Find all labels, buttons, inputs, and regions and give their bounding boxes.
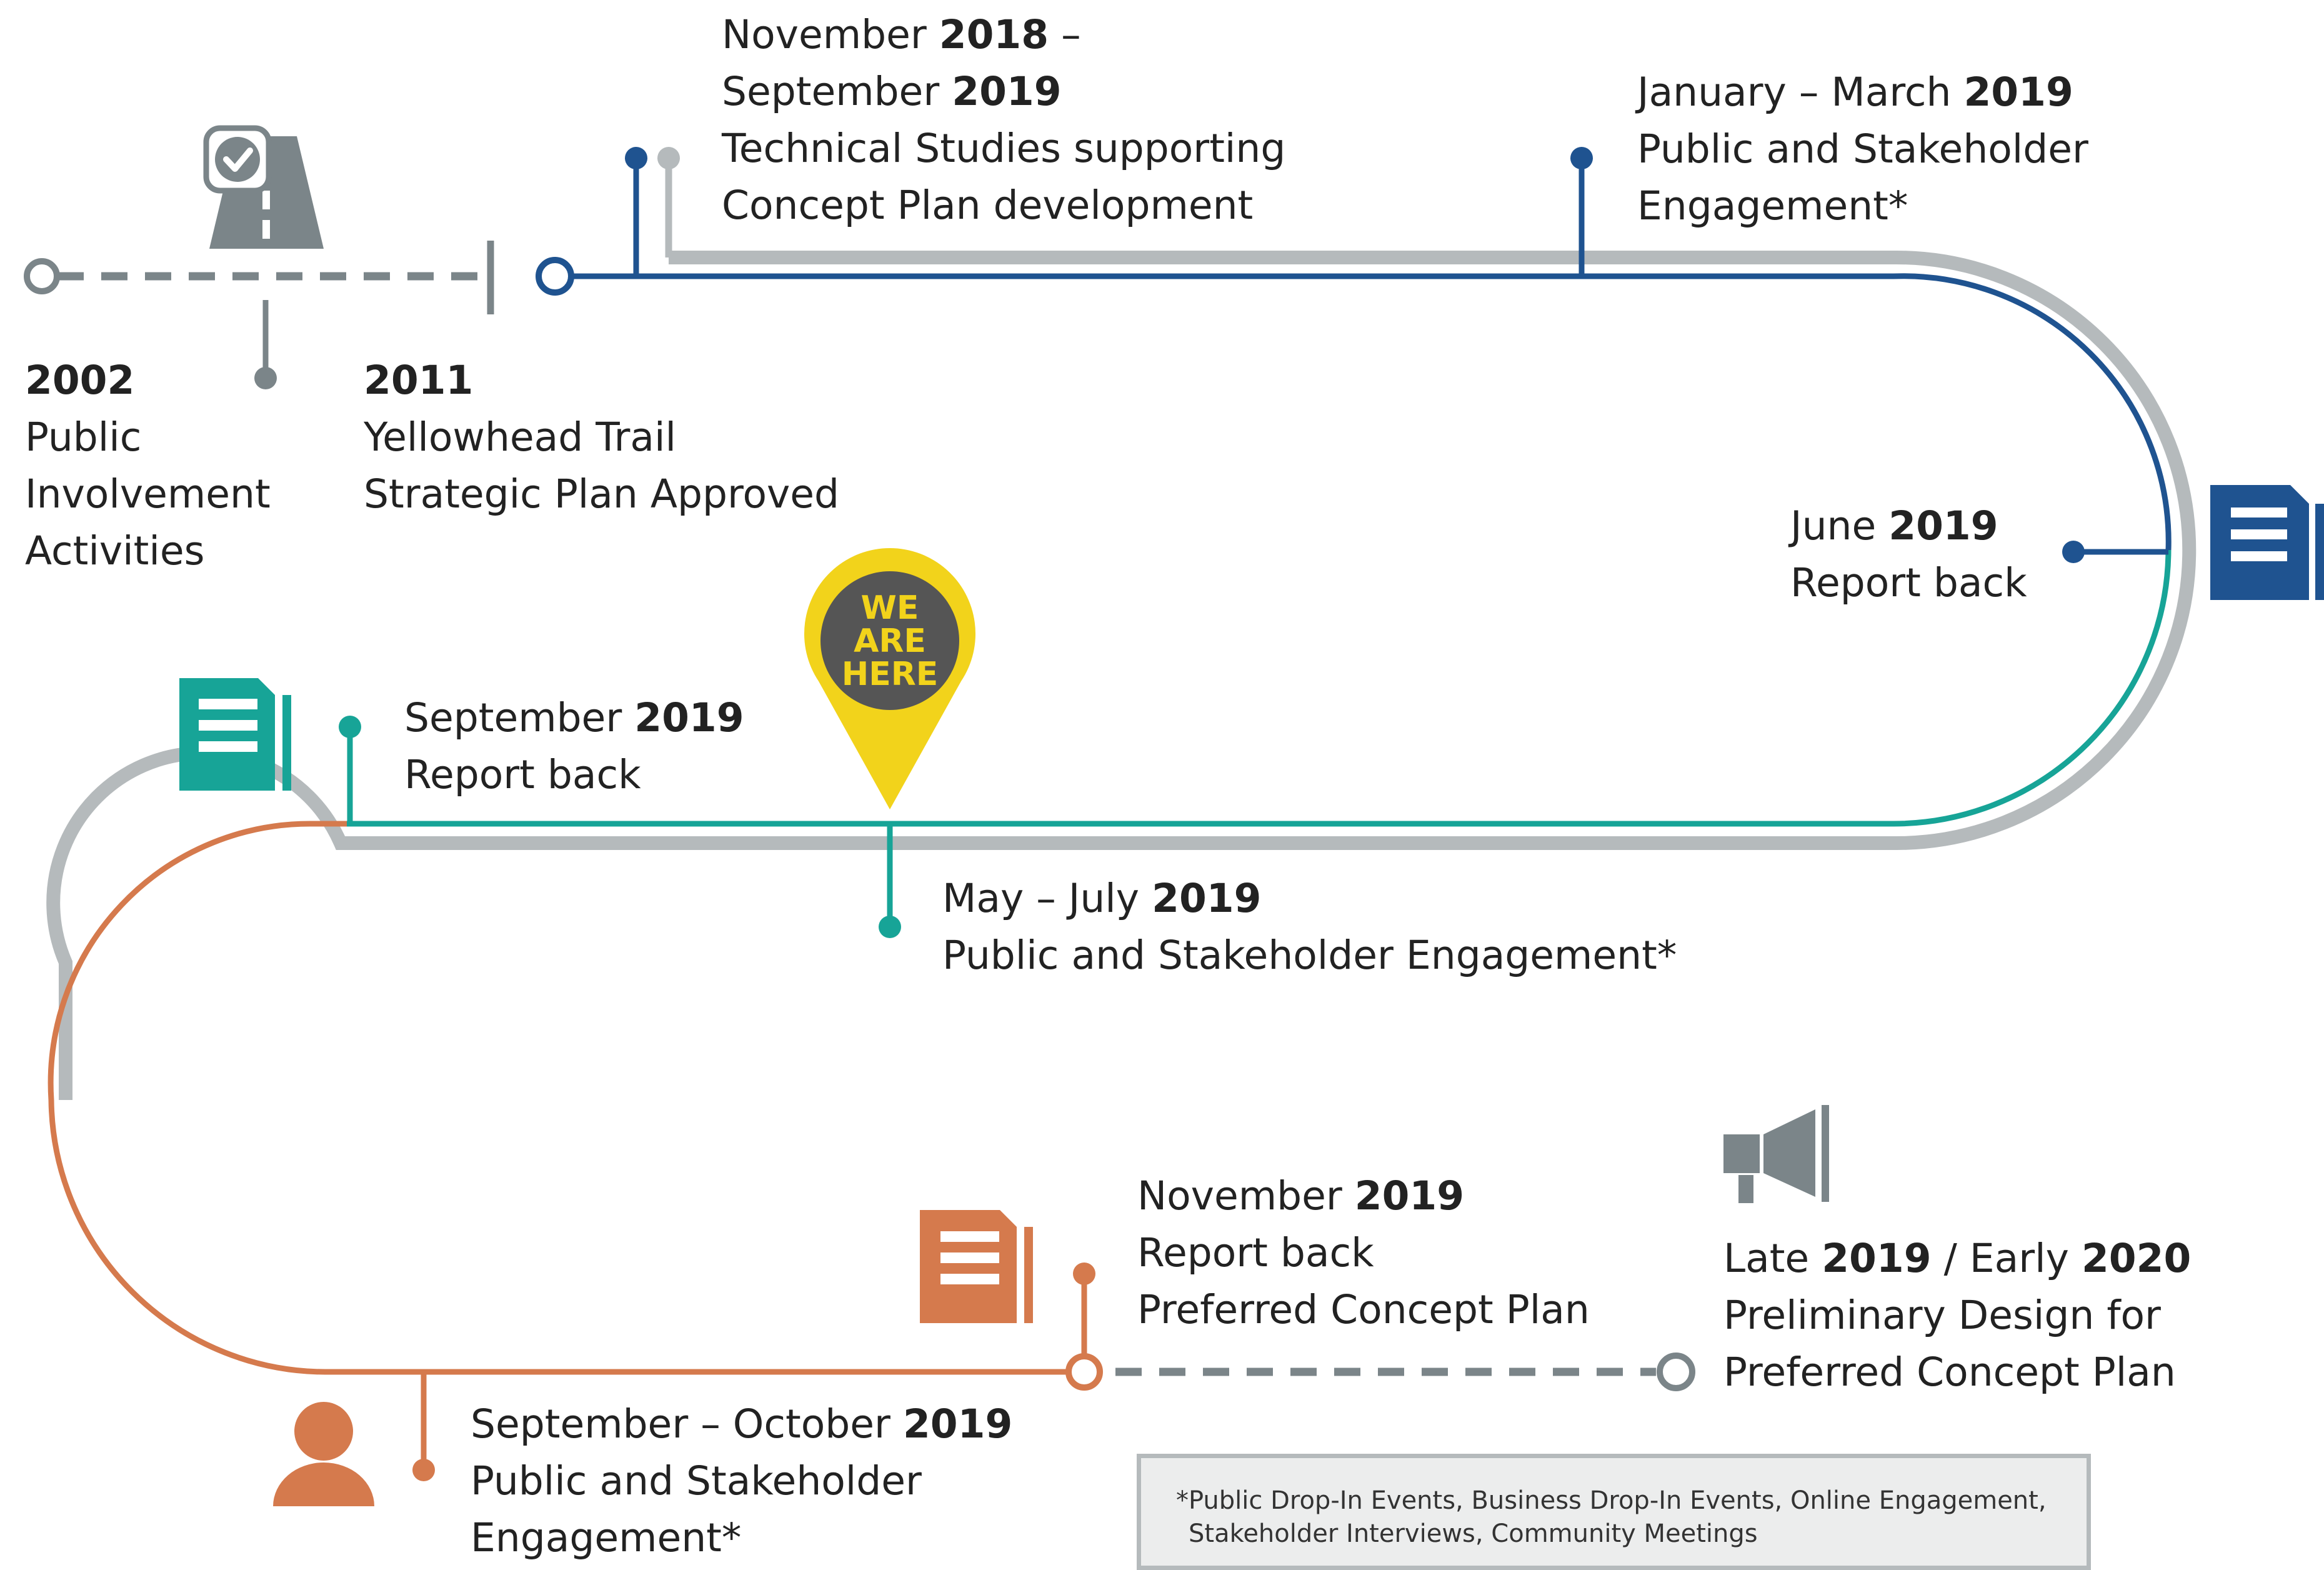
milestone-late2019: Late 2019 / Early 2020 Preliminary Desig… [1723,1230,2191,1401]
start-circle-2011 [536,257,574,296]
document-icon [2210,485,2324,600]
start-circle-2002 [24,258,60,294]
milestone-2011: 2011 Yellowhead Trail Strategic Plan App… [364,352,839,522]
milestone-text: Preferred Concept Plan [1723,1349,2176,1395]
dot-nov2018-navy [625,147,647,169]
dot-mayjul [879,916,901,938]
footnote-text: *Public Drop-In Events, Business Drop-In… [1176,1484,2047,1551]
milestone-text: Yellowhead Trail [364,414,677,460]
location-pin-icon [804,548,975,809]
dot-2002 [254,367,277,389]
milestone-date: Late 2019 / Early 2020 [1723,1236,2192,1281]
nov2019-circle [1065,1353,1103,1391]
milestone-text: Report back [1790,560,2027,606]
milestone-nov2019: November 2019 Report back Preferred Conc… [1137,1168,1590,1338]
milestone-nov2018: November 2018 – September 2019 Technical… [722,6,1285,234]
milestone-date: May – July 2019 [942,876,1262,921]
milestone-jun2019: June 2019 Report back [1790,498,2027,611]
milestone-date: November 2019 [1137,1173,1465,1219]
dot-sep2019 [339,716,361,738]
milestone-text: Public and Stakeholder [1637,126,2088,172]
orange-path [47,821,1084,1375]
milestone-sep2019: September 2019 Report back [404,689,744,803]
dot-janmar [1570,147,1593,169]
milestone-sepoct2019: September – October 2019 Public and Stak… [471,1396,1012,1566]
dot-jun2019 [2062,541,2085,563]
milestone-text: Engagement* [1637,183,1908,229]
pin-text-here: HERE [842,656,939,693]
pin-text-are: ARE [854,622,926,660]
footnote-line: Stakeholder Interviews, Community Meetin… [1189,1519,1758,1548]
milestone-date: September – October 2019 [471,1401,1013,1447]
milestone-2002: 2002 Public Involvement Activities [25,352,271,579]
milestone-date: June 2019 [1790,503,1998,549]
milestone-date: September 2019 [722,69,1062,114]
milestone-date: November 2018 – [722,12,1081,58]
road-with-checkmark-icon [203,125,324,249]
milestone-text: Activities [25,528,205,574]
teal-path [347,549,2172,827]
milestone-date: January – March 2019 [1637,69,2073,115]
milestone-text: Public and Stakeholder [471,1458,922,1504]
document-icon [179,678,291,791]
milestone-mayjul2019: May – July 2019 Public and Stakeholder E… [942,870,1677,984]
footnote-box: *Public Drop-In Events, Business Drop-In… [1137,1454,2091,1570]
dot-nov2018-grey [657,147,680,169]
milestone-text: Report back [1137,1230,1374,1276]
milestone-year: 2002 [25,358,135,403]
milestone-date: September 2019 [404,695,744,741]
milestone-text: Public [25,414,142,460]
grey-track [46,251,2197,1100]
milestone-year: 2011 [364,358,474,403]
milestone-text: Technical Studies supporting [722,126,1286,171]
milestone-text: Concept Plan development [722,182,1254,228]
footnote-line: *Public Drop-In Events, Business Drop-In… [1176,1486,2047,1515]
megaphone-icon [1723,1105,1829,1203]
document-icon [920,1210,1033,1323]
milestone-text: Involvement [25,471,271,517]
milestone-text: Strategic Plan Approved [364,471,840,517]
end-circle [1657,1352,1695,1391]
pin-text-we: WE [861,589,919,627]
navy-path [570,273,2172,551]
dot-sepoct [412,1459,435,1481]
milestone-text: Preliminary Design for [1723,1292,2161,1338]
milestone-text: Report back [404,752,641,798]
milestone-text: Engagement* [471,1515,742,1561]
person-icon [273,1402,374,1506]
milestone-text: Public and Stakeholder Engagement* [942,932,1677,978]
dot-nov2019 [1073,1262,1095,1285]
milestone-janmar2019: January – March 2019 Public and Stakehol… [1637,64,2088,234]
milestone-text: Preferred Concept Plan [1137,1287,1590,1332]
